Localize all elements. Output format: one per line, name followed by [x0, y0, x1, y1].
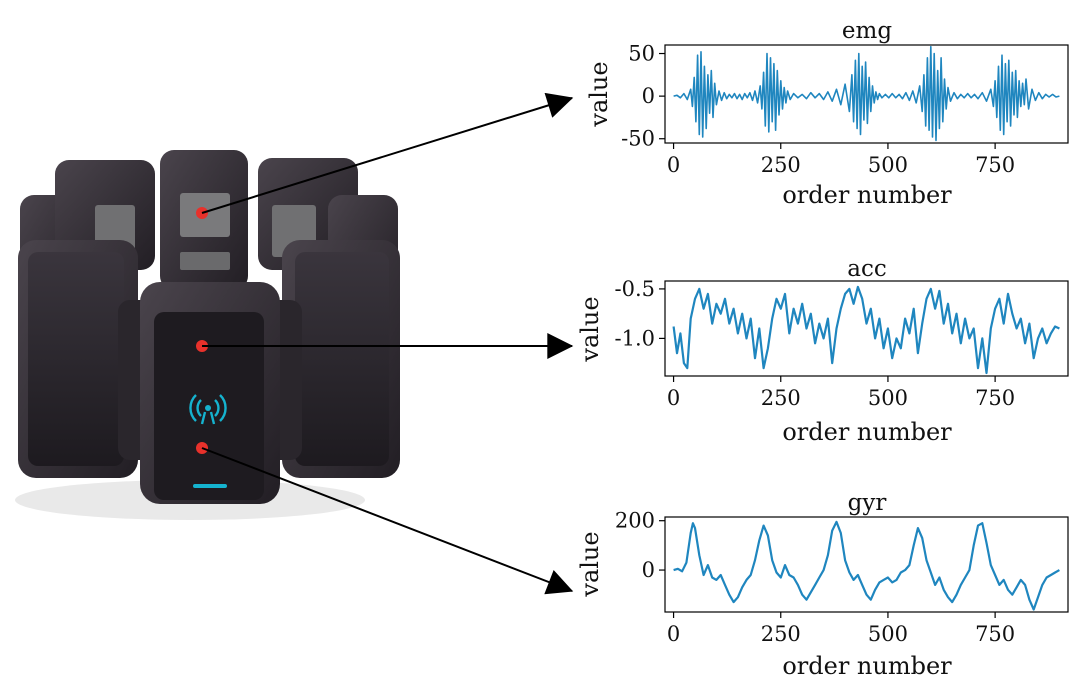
pod-front-right-face	[295, 252, 389, 466]
chart-title: emg	[842, 18, 892, 44]
chart-title: acc	[847, 256, 886, 282]
x-tick-label: 500	[868, 386, 908, 410]
arrow-gyr	[201, 447, 574, 595]
y-axis-label: value	[576, 296, 604, 362]
armband-front-pods	[18, 240, 400, 504]
y-tick-label: 0	[642, 84, 655, 108]
gyr-series-line	[673, 520, 1060, 611]
y-tick-label: -0.5	[615, 277, 656, 301]
acc-series-line	[672, 285, 1060, 375]
myo-wireless-logo-icon	[189, 394, 227, 425]
gyr-chart: gyr 0 250 500 750 200 0 order number value	[576, 490, 1069, 680]
x-axis-label: order number	[782, 652, 952, 680]
emg-series-line	[673, 45, 1060, 142]
plot-frame	[664, 280, 1069, 377]
tick-group: 0 250 500 750 -0.5 -1.0	[615, 277, 1016, 410]
pod-front-left-face	[28, 252, 124, 466]
myo-armband-device	[15, 150, 400, 520]
sensor-arrows	[201, 92, 574, 595]
x-tick-label: 250	[761, 153, 801, 177]
tick-group: 0 250 500 750 200 0	[615, 509, 1015, 646]
x-tick-label: 500	[868, 622, 908, 646]
x-tick-label: 0	[667, 153, 680, 177]
acc-chart: acc 0 250 500 750 -0.5 -1.0 order number valu…	[576, 256, 1069, 446]
x-tick-label: 250	[761, 386, 801, 410]
y-axis-label: value	[585, 61, 613, 127]
x-tick-label: 750	[975, 622, 1015, 646]
x-tick-label: 0	[667, 622, 680, 646]
x-tick-label: 0	[667, 386, 680, 410]
status-led-bar	[193, 484, 227, 488]
plot-frame	[664, 44, 1069, 144]
x-tick-label: 500	[868, 153, 908, 177]
pod-back-center-slot	[180, 252, 230, 270]
x-axis-label: order number	[782, 418, 952, 446]
x-tick-label: 250	[761, 622, 801, 646]
plot-frame	[664, 516, 1069, 613]
x-axis-label: order number	[782, 181, 952, 209]
x-tick-label: 750	[975, 386, 1015, 410]
chart-title: gyr	[848, 490, 887, 516]
y-tick-label: 50	[628, 42, 655, 66]
x-tick-label: 750	[975, 153, 1015, 177]
y-tick-label: 200	[615, 509, 655, 533]
y-axis-label: value	[576, 531, 604, 597]
y-tick-label: -50	[621, 127, 655, 151]
y-tick-label: -1.0	[615, 326, 656, 350]
arrow-emg	[201, 92, 574, 214]
y-tick-label: 0	[642, 558, 655, 582]
